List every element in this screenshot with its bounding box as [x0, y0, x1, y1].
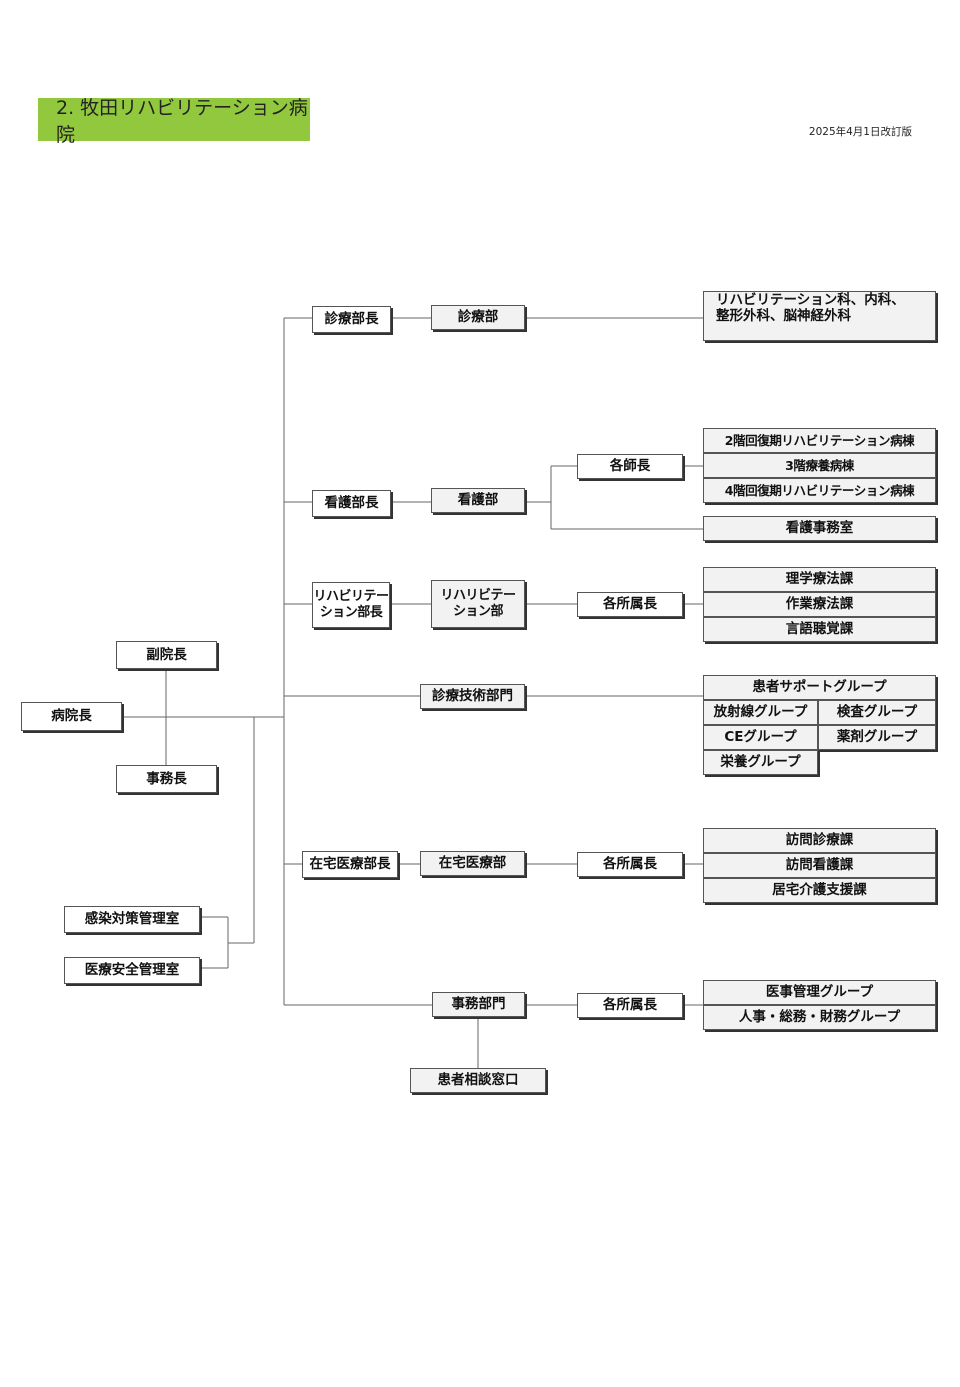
admin-head-box: 事務長 [116, 765, 217, 793]
laboratory-group-box: 検査グループ [818, 700, 936, 725]
medical-affairs-group-box: 医事管理グループ [703, 980, 936, 1005]
home-care-chief-box: 各所属長 [577, 852, 683, 877]
ward-3f-box: 3階療養病棟 [703, 453, 936, 478]
infection-control-box: 感染対策管理室 [64, 906, 200, 933]
home-visit-nursing-box: 訪問看護課 [703, 853, 936, 878]
admin-dept-box: 事務部門 [432, 992, 525, 1017]
nutrition-group-box: 栄養グループ [703, 750, 818, 775]
home-care-head-box: 在宅医療部長 [302, 851, 398, 878]
rehab-chief-box: 各所属長 [577, 592, 683, 617]
radiology-group-box: 放射線グループ [703, 700, 818, 725]
rehab-dept-line-2: ション部 [452, 604, 504, 619]
nursing-head-box: 看護部長 [312, 490, 391, 517]
medical-dept-box: 診療部 [431, 305, 525, 330]
nursing-dept-box: 看護部 [431, 488, 525, 513]
vice-director-box: 副院長 [116, 641, 217, 669]
ward-2f-box: 2階回復期リハビリテーション病棟 [703, 428, 936, 453]
medical-units-line-1: リハビリテーション科、内科、 [716, 292, 905, 308]
ot-section-box: 作業療法課 [703, 592, 936, 617]
nursing-chief-box: 各師長 [577, 454, 683, 479]
ward-4f-box: 4階回復期リハビリテーション病棟 [703, 478, 936, 503]
rehab-dept-box: リハリビテー ション部 [431, 580, 525, 628]
home-care-dept-box: 在宅医療部 [420, 851, 525, 876]
rehab-dept-line-1: リハリビテー [440, 588, 516, 604]
ce-group-box: CEグループ [703, 725, 818, 750]
pharmacy-group-box: 薬剤グループ [818, 725, 936, 750]
director-box: 病院長 [21, 702, 122, 731]
technical-dept-box: 診療技術部門 [420, 684, 525, 709]
nursing-office-box: 看護事務室 [703, 516, 936, 541]
home-visit-medical-box: 訪問診療課 [703, 828, 936, 853]
revision-date: 2025年4月1日改訂版 [808, 126, 912, 138]
patient-consultation-box: 患者相談窓口 [410, 1068, 546, 1093]
rehab-head-box: リハビリテー ション部長 [312, 582, 390, 628]
page-title: 2. 牧田リハビリテーション病院 [38, 97, 310, 146]
hr-general-finance-group-box: 人事・総務・財務グループ [703, 1005, 936, 1030]
rehab-head-line-2: ション部長 [319, 605, 383, 620]
medical-units-box: リハビリテーション科、内科、 整形外科、脳神経外科 [703, 291, 936, 341]
pt-section-box: 理学療法課 [703, 567, 936, 592]
st-section-box: 言語聴覚課 [703, 617, 936, 642]
medical-head-box: 診療部長 [312, 306, 391, 333]
medical-units-line-2: 整形外科、脳神経外科 [716, 308, 851, 325]
safety-management-box: 医療安全管理室 [64, 957, 200, 984]
patient-support-group-box: 患者サポートグループ [703, 675, 936, 700]
admin-chief-box: 各所属長 [577, 993, 683, 1018]
home-care-support-box: 居宅介護支援課 [703, 878, 936, 903]
rehab-head-line-1: リハビリテー [313, 589, 389, 605]
